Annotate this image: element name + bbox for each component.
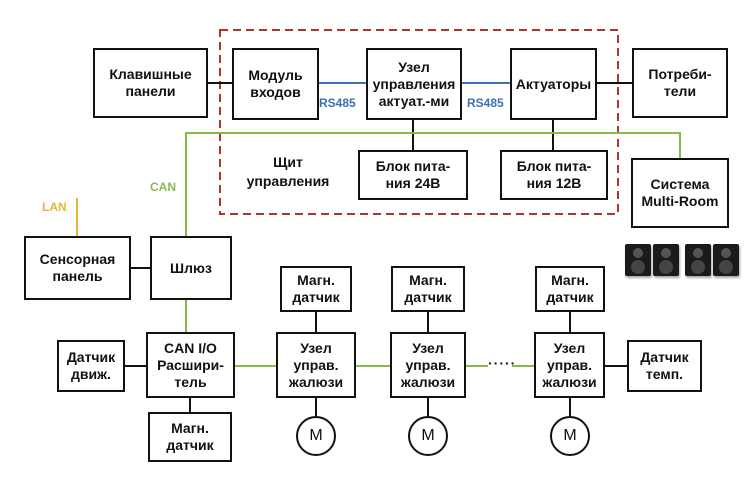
speaker-icon: [625, 244, 651, 276]
actuators-box: Актуаторы: [510, 48, 597, 120]
continuation-dots: ·····: [488, 355, 517, 371]
can-label: CAN: [150, 180, 176, 194]
psu-24v-box: Блок пита- ния 24В: [358, 150, 468, 200]
speaker-icon: [653, 244, 679, 276]
multiroom-box: Система Multi-Room: [631, 158, 729, 228]
actuator-node-box: Узел управления актуат.-ми: [366, 48, 462, 120]
gateway-box: Шлюз: [150, 236, 232, 300]
motor-1-icon: M: [296, 416, 336, 456]
control-panel-label: Щит управления: [246, 154, 330, 189]
blind-node-1-box: Узел управ. жалюзи: [276, 332, 356, 398]
blind-node-2-box: Узел управ. жалюзи: [390, 332, 466, 398]
keypads-box: Клавишные панели: [93, 48, 208, 118]
mag-sensor-2-box: Магн. датчик: [391, 266, 465, 312]
motor-3-icon: M: [550, 416, 590, 456]
temp-sensor-box: Датчик темп.: [627, 340, 702, 392]
control-panel-boundary: [219, 29, 619, 215]
motor-2-icon: M: [408, 416, 448, 456]
can-bus-upper: [185, 132, 681, 236]
input-module-box: Модуль входов: [232, 48, 319, 120]
lan-label: LAN: [42, 200, 67, 214]
can-io-expander-box: CAN I/O Расшири- тель: [146, 332, 235, 398]
rs485-label-right: RS485: [467, 96, 504, 110]
mag-sensor-3-box: Магн. датчик: [535, 266, 605, 312]
motion-sensor-box: Датчик движ.: [57, 340, 125, 392]
speaker-icon: [713, 244, 739, 276]
speaker-icon: [685, 244, 711, 276]
psu-12v-box: Блок пита- ния 12В: [500, 150, 608, 200]
mag-sensor-1-box: Магн. датчик: [280, 266, 352, 312]
blind-node-3-box: Узел управ. жалюзи: [534, 332, 605, 398]
rs485-label-left: RS485: [319, 96, 356, 110]
consumers-box: Потреби- тели: [632, 48, 728, 118]
touch-panel-box: Сенсорная панель: [24, 236, 131, 300]
mag-sensor-bottom-box: Магн. датчик: [148, 412, 232, 462]
